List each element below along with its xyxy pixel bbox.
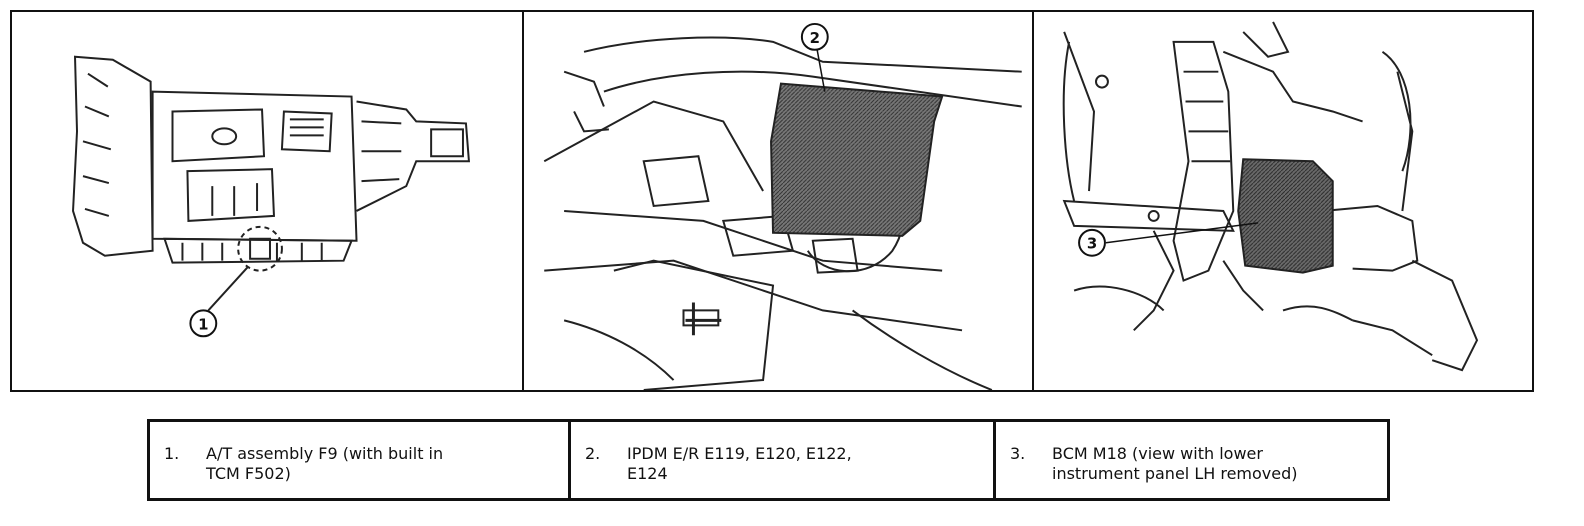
callout-2-label: 2 — [810, 29, 820, 47]
legend-item-text: A/T assembly F9 (with built in TCM F502) — [206, 444, 444, 483]
legend-item-1: 1. A/T assembly F9 (with built in TCM F5… — [150, 422, 568, 498]
component-location-figure: 1 — [10, 10, 1534, 392]
legend-table: 1. A/T assembly F9 (with built in TCM F5… — [147, 419, 1390, 501]
legend-item-text: BCM M18 (view with lower instrument pane… — [1052, 444, 1298, 483]
panel-at-assembly: 1 — [12, 12, 522, 390]
legend-item-number: 1. — [164, 444, 180, 463]
legend-item-number: 2. — [585, 444, 601, 463]
at-assembly-illustration: 1 — [72, 55, 471, 338]
ipdm-illustration: 2 — [543, 22, 1022, 390]
ipdm-module-shape — [770, 82, 944, 237]
bcm-illustration: 3 — [1062, 21, 1479, 372]
legend-item-number: 3. — [1010, 444, 1026, 463]
callout-1-label: 1 — [198, 315, 208, 333]
legend-item-text: IPDM E/R E119, E120, E122, E124 — [627, 444, 852, 483]
bcm-module-shape — [1237, 158, 1334, 274]
callout-3-label: 3 — [1087, 235, 1097, 253]
legend-item-2: 2. IPDM E/R E119, E120, E122, E124 — [568, 422, 993, 498]
callout-1-circle — [189, 309, 218, 338]
panel-bcm: 3 — [1032, 12, 1532, 390]
callout-2-circle — [800, 22, 829, 51]
callout-3-circle — [1078, 228, 1106, 257]
panel-ipdm: 2 — [522, 12, 1032, 390]
legend-item-3: 3. BCM M18 (view with lower instrument p… — [993, 422, 1387, 498]
